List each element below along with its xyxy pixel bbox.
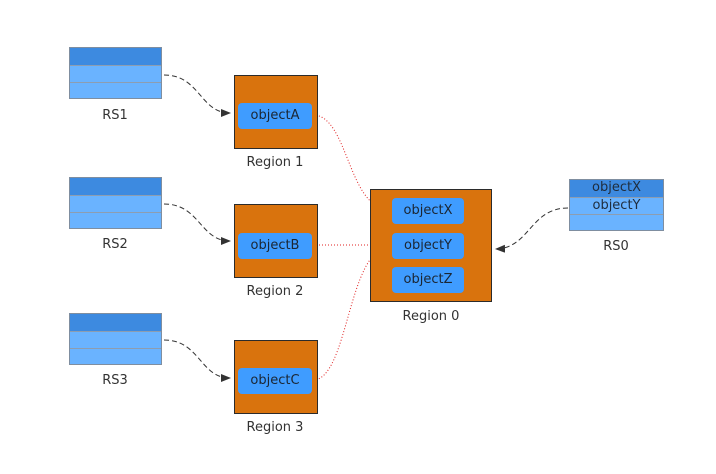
link-rs0-region0 <box>495 207 569 253</box>
region3-box: objectC <box>234 340 318 414</box>
rs2-label: RS2 <box>102 237 128 252</box>
rs0-row-empty <box>570 214 663 232</box>
object-x: objectX <box>392 198 464 224</box>
rs2-row-1 <box>70 195 161 213</box>
rs2-row-0 <box>70 178 161 195</box>
object-b: objectB <box>238 233 312 259</box>
rs0-row-objectY: objectY <box>570 197 663 215</box>
region1-box: objectA <box>234 75 318 149</box>
rs1-row-0 <box>70 48 161 65</box>
rs0-node: objectX objectY <box>569 179 664 231</box>
link-rs1-region1 <box>163 74 231 117</box>
object-a: objectA <box>238 103 312 129</box>
link-rs3-region3 <box>163 339 231 382</box>
rs2-row-2 <box>70 212 161 230</box>
rs3-row-1 <box>70 331 161 349</box>
object-c: objectC <box>238 368 312 394</box>
rs3-node <box>69 313 162 365</box>
rs1-label: RS1 <box>102 108 128 123</box>
region3-label: Region 3 <box>246 420 304 435</box>
region2-box: objectB <box>234 204 318 278</box>
rs0-label: RS0 <box>603 239 629 254</box>
region1-label: Region 1 <box>246 155 304 170</box>
rs1-row-1 <box>70 65 161 83</box>
rs3-row-0 <box>70 314 161 331</box>
rs1-node <box>69 47 162 99</box>
rs2-node <box>69 177 162 229</box>
region0-label: Region 0 <box>402 309 460 324</box>
rs3-row-2 <box>70 348 161 366</box>
object-z: objectZ <box>392 267 464 293</box>
link-rs2-region2 <box>163 203 231 245</box>
object-y: objectY <box>392 233 464 259</box>
rs1-row-2 <box>70 82 161 100</box>
rs0-row-objectX: objectX <box>570 180 663 197</box>
rs3-label: RS3 <box>102 373 128 388</box>
region2-label: Region 2 <box>246 284 304 299</box>
region0-box: objectX objectY objectZ <box>370 189 492 302</box>
